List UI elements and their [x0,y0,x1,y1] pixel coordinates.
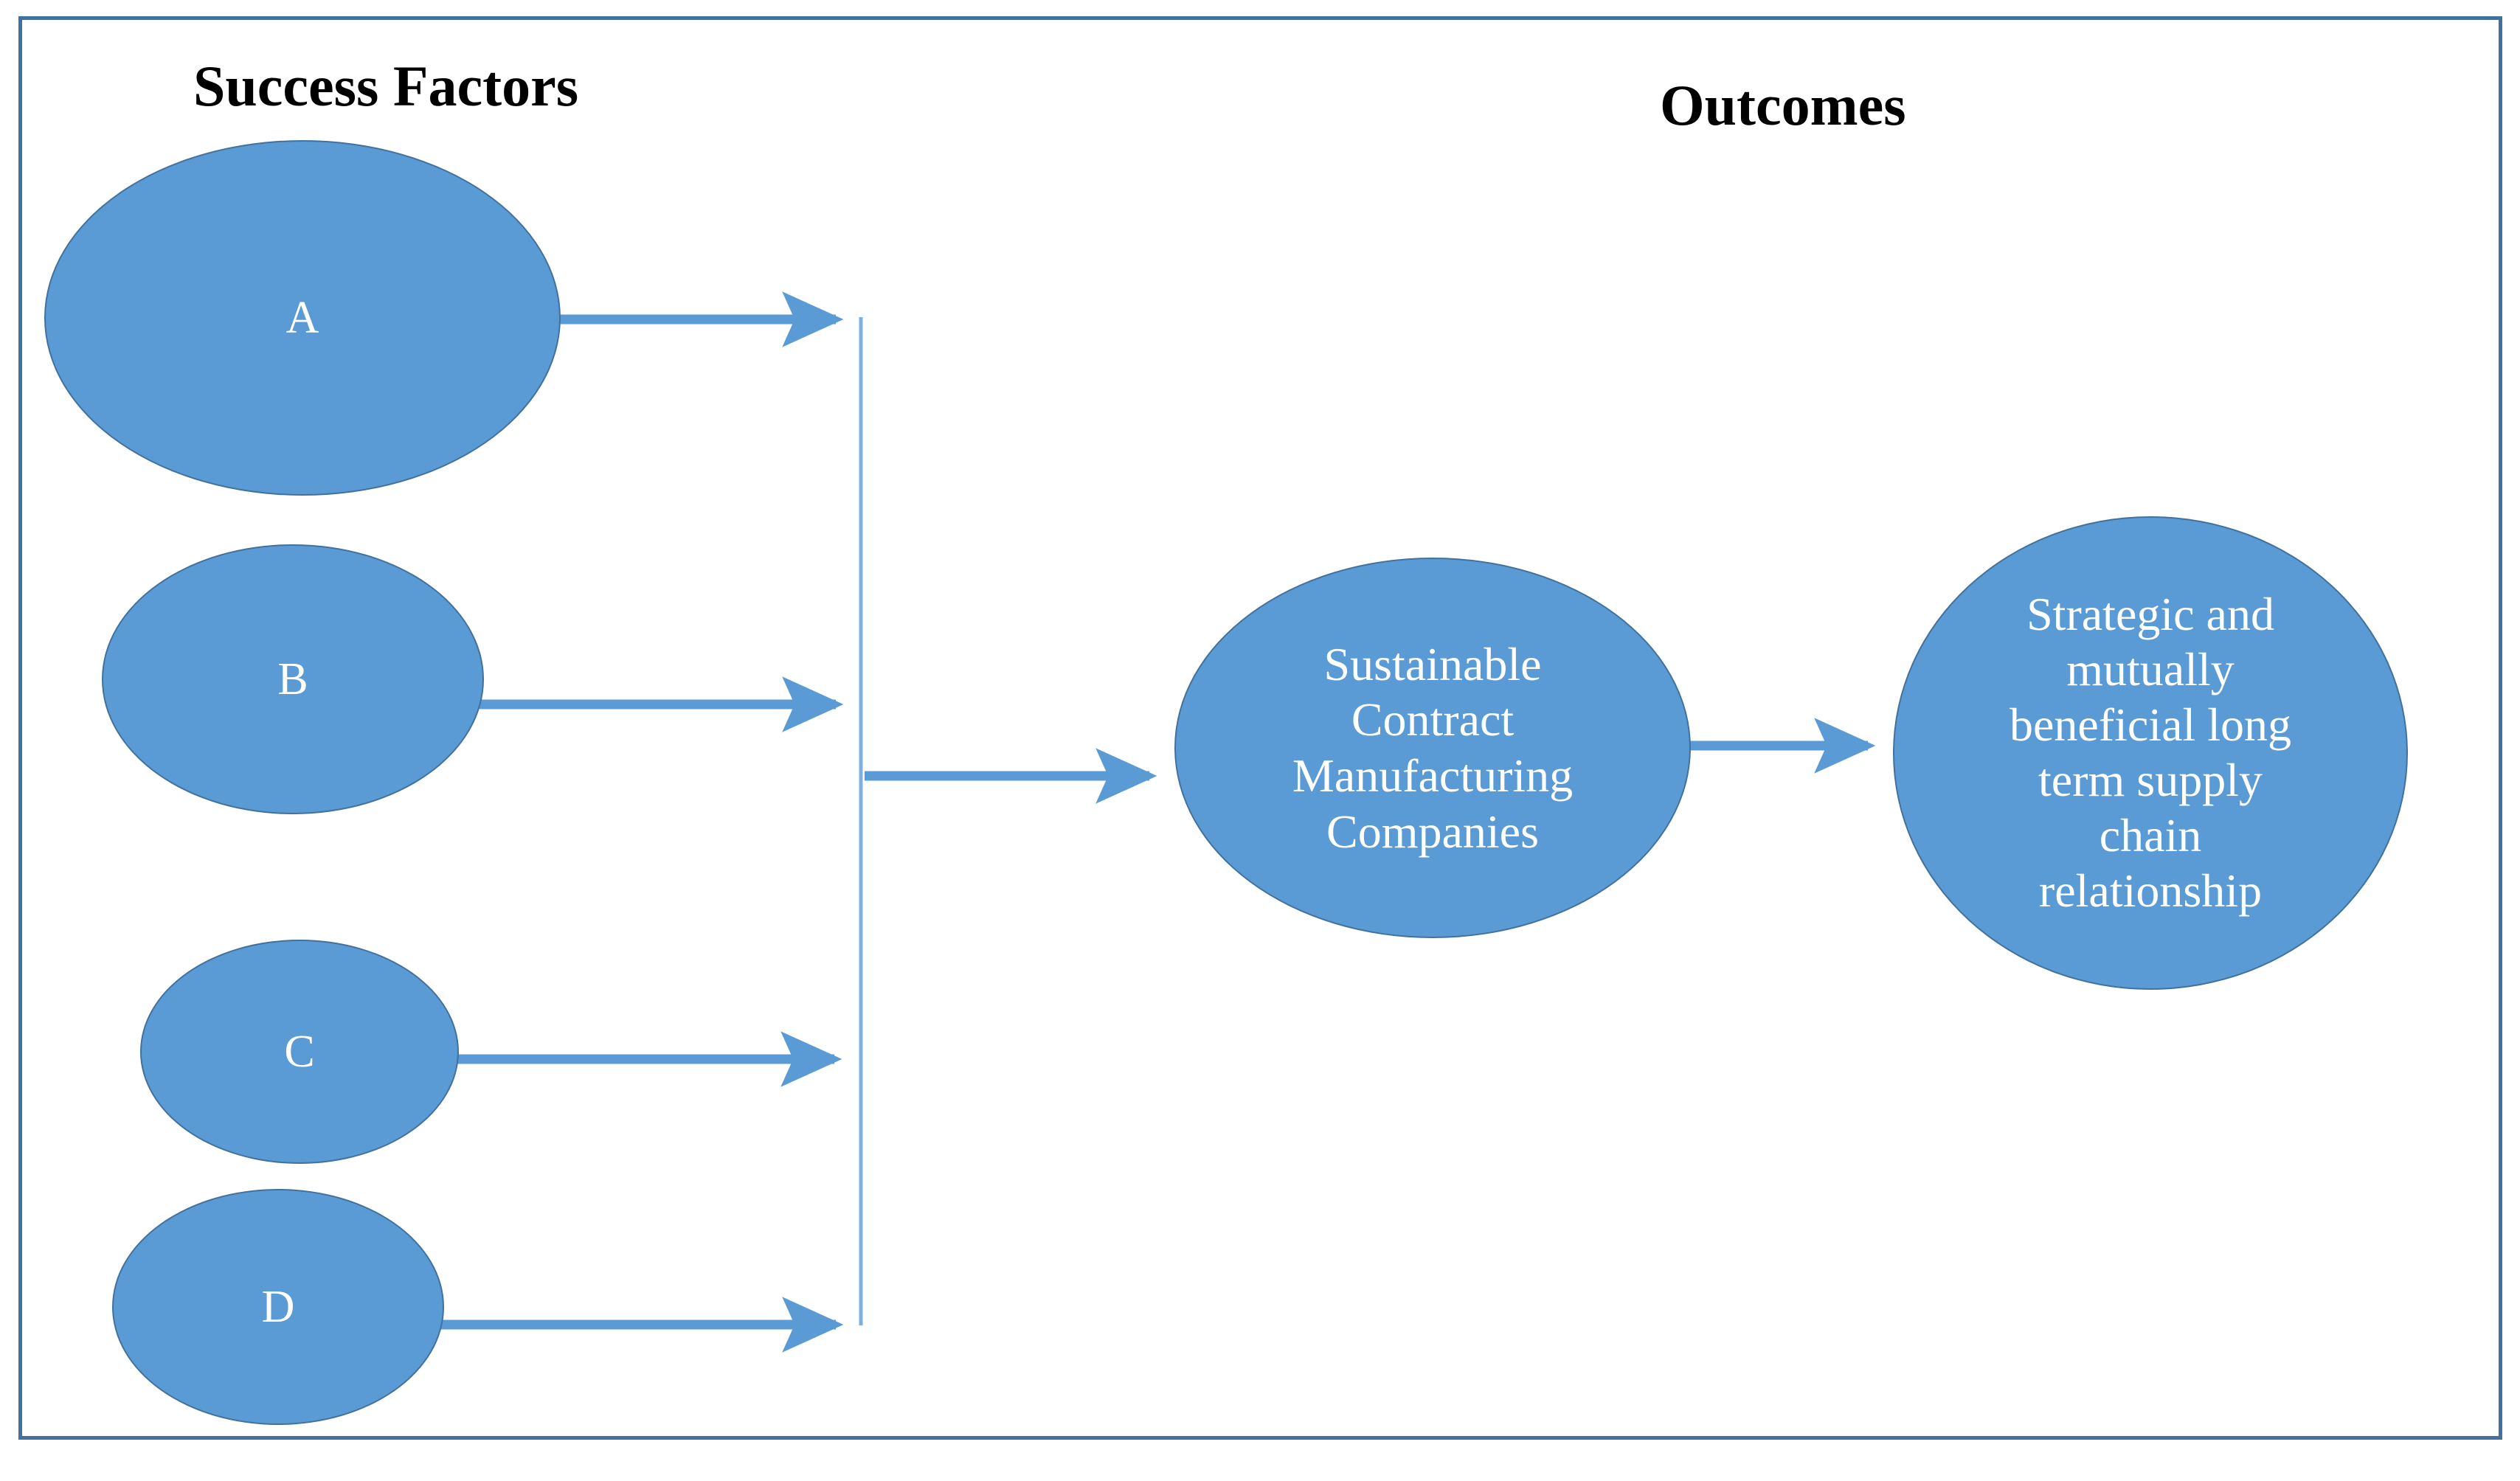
node-label-b: B [277,653,308,704]
node-success-factor-b[interactable]: B [102,544,484,814]
node-label-d: D [261,1281,295,1332]
node-success-factor-a[interactable]: A [44,140,561,496]
node-label-c: C [284,1026,315,1077]
node-label-a: A [285,292,319,343]
page-title-success-factors: Success Factors [193,54,579,118]
page-title-outcomes: Outcomes [1660,73,1906,137]
node-success-factor-d[interactable]: D [112,1189,444,1425]
node-success-factor-c[interactable]: C [140,940,459,1164]
